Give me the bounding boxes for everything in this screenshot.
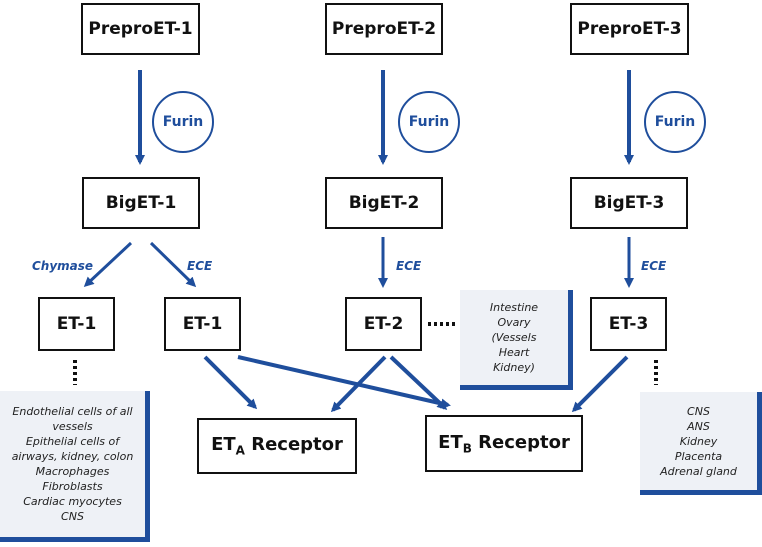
location-text: Adrenal gland bbox=[660, 464, 737, 478]
et2-locations-panel: Intestine Ovary (Vessels Heart Kidney) bbox=[460, 290, 573, 390]
big-et2-box: BigET-2 bbox=[325, 177, 443, 229]
furin-circle-3: Furin bbox=[644, 91, 706, 153]
et1-locations-panel: Endothelial cells of all vessels Epithel… bbox=[0, 391, 150, 542]
et2-box: ET-2 bbox=[345, 297, 422, 351]
etb-receptor-box: ETB Receptor bbox=[425, 415, 583, 472]
arrow-et3-etb bbox=[571, 355, 629, 413]
location-text: Intestine bbox=[489, 301, 539, 314]
location-text: Macrophages bbox=[35, 465, 110, 478]
location-text: ANS bbox=[687, 419, 710, 433]
et3-locations-panel: CNS ANS Kidney Placenta Adrenal gland bbox=[640, 392, 762, 495]
location-text: Ovary bbox=[497, 316, 531, 329]
location-text: Fibroblasts bbox=[42, 480, 103, 493]
location-text: CNS bbox=[61, 510, 84, 523]
prepro-et3-box: PreproET-3 bbox=[570, 3, 689, 55]
et3-box: ET-3 bbox=[590, 297, 667, 351]
arrow-big1-et1-ece bbox=[149, 241, 197, 288]
chymase-label: Chymase bbox=[32, 259, 94, 273]
big-et3-box: BigET-3 bbox=[570, 177, 688, 229]
location-text: vessels bbox=[52, 420, 93, 433]
ece-label-1: ECE bbox=[187, 259, 213, 273]
location-text: Placenta bbox=[674, 449, 723, 463]
arrow-big1-et1-chymase bbox=[83, 241, 133, 288]
arrow-et2-etb bbox=[389, 355, 448, 411]
arrow-et1-etb bbox=[237, 355, 451, 409]
location-text: Kidney bbox=[679, 434, 718, 448]
big-et1-box: BigET-1 bbox=[82, 177, 200, 229]
prepro-et2-box: PreproET-2 bbox=[325, 3, 443, 55]
location-text: airways, kidney, colon bbox=[11, 450, 134, 463]
et1-chymase-box: ET-1 bbox=[38, 297, 115, 351]
etb-receptor-label: ETB Receptor bbox=[438, 431, 570, 456]
arrow-et2-eta bbox=[330, 355, 387, 413]
ece-label-3: ECE bbox=[641, 259, 667, 273]
prepro-et1-box: PreproET-1 bbox=[81, 3, 200, 55]
ece-label-2: ECE bbox=[396, 259, 422, 273]
furin-circle-2: Furin bbox=[398, 91, 460, 153]
location-text: Epithelial cells of bbox=[25, 435, 120, 448]
furin-circle-1: Furin bbox=[152, 91, 214, 153]
et1-ece-box: ET-1 bbox=[164, 297, 241, 351]
location-text: Cardiac myocytes bbox=[23, 495, 122, 508]
eta-receptor-box: ETA Receptor bbox=[197, 418, 357, 474]
eta-receptor-label: ETA Receptor bbox=[211, 434, 343, 458]
location-text: Endothelial cells of all bbox=[12, 405, 133, 418]
location-text: Kidney) bbox=[493, 361, 535, 374]
arrow-et1-eta bbox=[203, 355, 258, 410]
location-text: Heart bbox=[498, 346, 530, 359]
location-text: CNS bbox=[687, 404, 710, 418]
location-text: (Vessels bbox=[491, 331, 537, 344]
